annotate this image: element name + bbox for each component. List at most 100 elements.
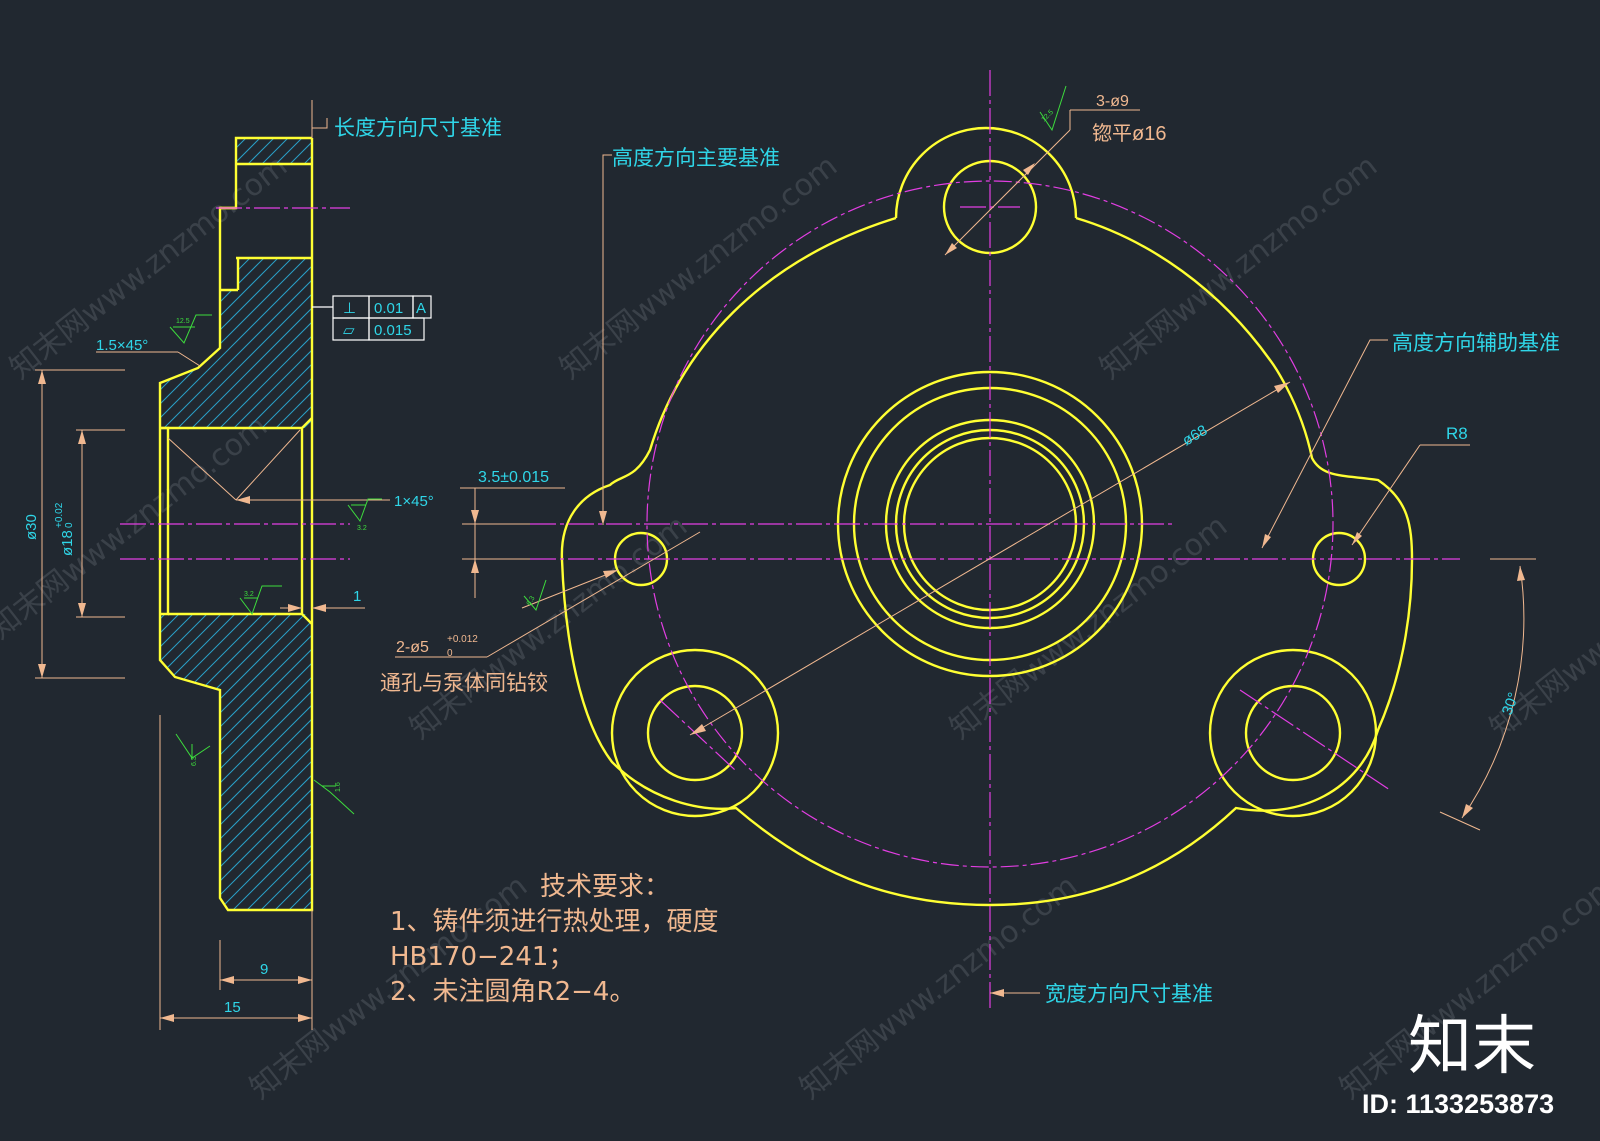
watermark-text: 知末网www.znzmo.com (793, 868, 1084, 1106)
hatch-line (130, 130, 170, 170)
width-datum-label: 宽度方向尺寸基准 (1045, 982, 1213, 1006)
hatch-line (199, 614, 312, 910)
hatch-line (158, 130, 198, 170)
hatch-line (4, 130, 44, 170)
dim-pin-holes: 2-ø5 (396, 639, 429, 656)
hatch-line (240, 258, 312, 428)
dim-spotface: 锪平ø16 (1092, 122, 1166, 145)
hatch-line (160, 614, 312, 910)
svg-text:0: 0 (447, 648, 453, 659)
svg-text:12.5: 12.5 (1040, 109, 1055, 124)
hatch-line (395, 250, 580, 435)
requirements-line: 1、铸件须进行热处理，硬度 (390, 907, 719, 937)
hatch-line (160, 614, 312, 910)
hatch-line (296, 258, 312, 428)
dim-thickness-9: 9 (260, 961, 268, 978)
hatch-line (282, 258, 312, 428)
roughness-symbol: 1.6 (313, 779, 355, 815)
hatch-line (0, 605, 90, 915)
svg-text:▱: ▱ (343, 322, 355, 339)
watermark-text: 知末网www.znzmo.com (0, 408, 274, 646)
hatch-line (198, 258, 312, 428)
hatch-line (396, 605, 706, 915)
watermark-layer: 知末网www.znzmo.com 知末网www.znzmo.com 知末网www… (0, 148, 1600, 1106)
hatch-line (479, 250, 664, 435)
requirements-line: 2、未注圆角R2−4。 (390, 977, 635, 1007)
requirements-title: 技术要求： (540, 872, 670, 902)
pin-note: 通孔与泵体同钻铰 (380, 672, 548, 695)
image-id: ID: 1133253873 (1362, 1089, 1554, 1119)
hatch-line (254, 258, 312, 428)
hatch-line (268, 258, 312, 428)
bolt-boss-left (610, 648, 780, 818)
hatch-line (160, 614, 203, 910)
hatch-line (213, 614, 312, 910)
hatch-line (283, 614, 312, 910)
hatch-line (0, 605, 62, 915)
hatch-line (255, 614, 312, 910)
hatch-line (160, 614, 312, 910)
hatch-line (160, 614, 231, 910)
hatch-line (144, 130, 184, 170)
dim-radius: R8 (1446, 424, 1468, 443)
hatch-line (0, 605, 48, 915)
hatch-line (184, 258, 312, 428)
dim-step: 1 (353, 588, 361, 605)
requirements-line: HB170−241； (390, 942, 574, 972)
hatch-line (160, 614, 312, 910)
hatch-line (116, 130, 156, 170)
hatch-line (160, 614, 161, 910)
hatch-line (310, 258, 312, 428)
roughness-symbol: 3.2 (239, 585, 282, 616)
hatch-line (325, 250, 510, 435)
hatch-line (0, 605, 104, 915)
hatch-line (326, 605, 636, 915)
svg-text:⊥: ⊥ (343, 300, 356, 317)
svg-text:+0.012: +0.012 (447, 634, 478, 645)
watermark-text: 知末网www.znzmo.com (1093, 148, 1384, 386)
hatch-line (226, 258, 312, 428)
svg-text:0.015: 0.015 (374, 322, 412, 339)
svg-text:1.6: 1.6 (335, 782, 342, 792)
hatch-line (0, 605, 132, 915)
bolt-boss-right (1208, 648, 1378, 818)
hatch-line (160, 614, 245, 910)
roughness-symbol: 3.2 (347, 498, 382, 532)
length-datum-label: 长度方向尺寸基准 (334, 116, 502, 140)
dim-thickness-15: 15 (224, 999, 241, 1016)
hatch-line (60, 130, 100, 170)
hatch-line (185, 614, 312, 910)
hatch-line (170, 258, 312, 428)
svg-text:+0.02: +0.02 (54, 502, 65, 528)
bolt-hole-right (1244, 684, 1342, 782)
bolt-hole-left (646, 684, 744, 782)
height-main-datum-label: 高度方向主要基准 (612, 146, 780, 170)
hatch-line (172, 130, 212, 170)
dim-bolt-holes: 3-ø9 (1096, 93, 1129, 110)
tolerance-frame-perpendicularity: ⊥ 0.01 A (332, 295, 432, 319)
hatch-line (0, 250, 20, 435)
hatch-line (74, 130, 114, 170)
hatch-line (410, 605, 720, 915)
hatch-line (409, 250, 594, 435)
svg-text:6.3: 6.3 (191, 756, 198, 766)
hatch-line (160, 614, 312, 910)
hatch-line (18, 130, 58, 170)
svg-text:3.2: 3.2 (357, 525, 367, 532)
hatch-line (0, 605, 118, 915)
section-view: 长度方向尺寸基准 ø30 ø18 +0.02 0 1.5×45° 1×45° 1… (0, 100, 720, 1030)
hatch-line (160, 614, 312, 910)
dim-dia-bore: ø18 (59, 530, 76, 556)
svg-text:12.5: 12.5 (176, 318, 190, 325)
hatch-line (241, 614, 312, 910)
hatch-line (186, 130, 226, 170)
hatch-line (160, 614, 312, 910)
hatch-line (160, 614, 287, 910)
hatch-line (102, 130, 142, 170)
hatch-line (0, 250, 6, 435)
roughness-symbol: 12.5 (169, 314, 212, 344)
hatch-line (0, 130, 30, 170)
flange-outline (560, 216, 1414, 907)
hatch-line (508, 130, 548, 170)
